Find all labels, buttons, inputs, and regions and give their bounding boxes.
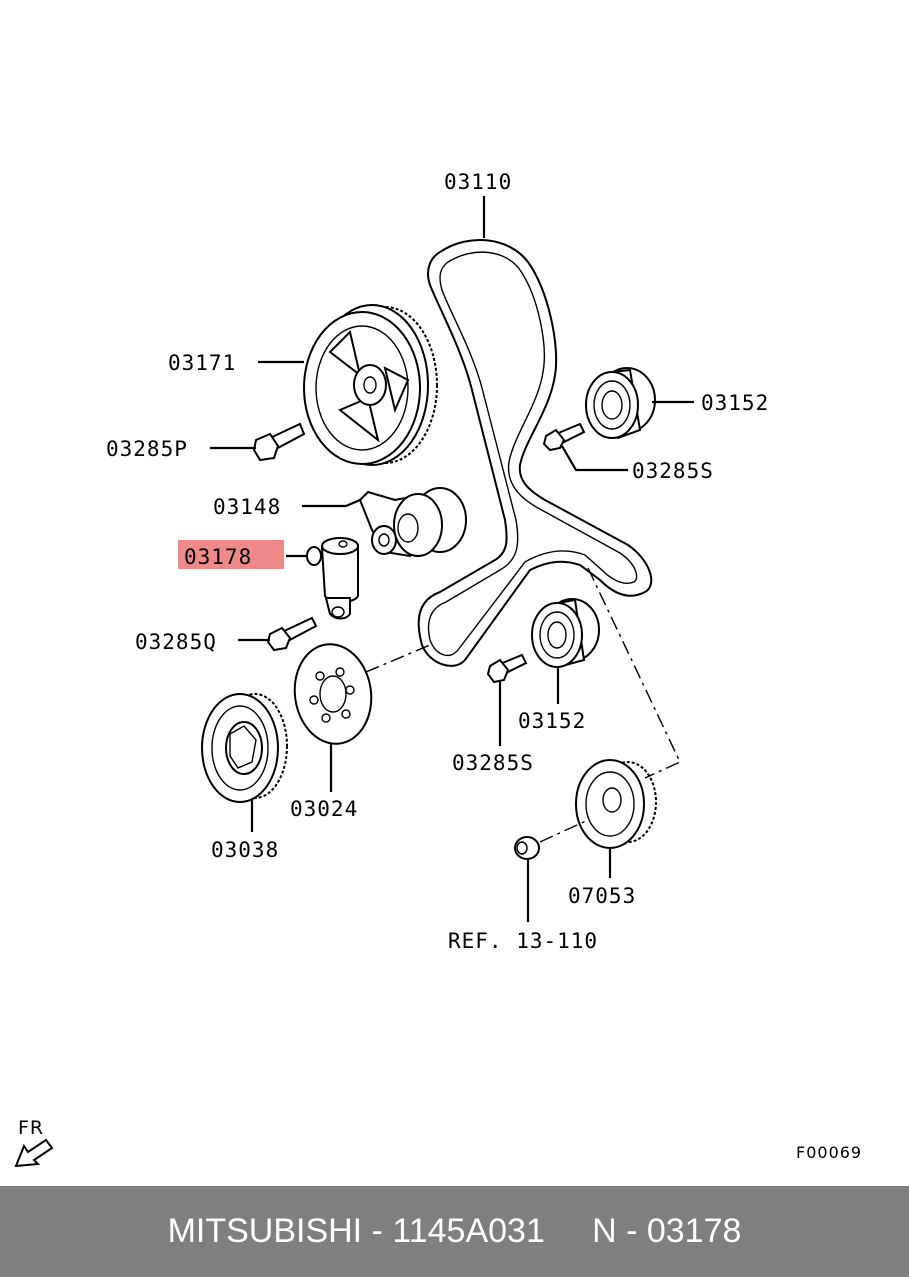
label-03024[interactable]: 03024 [290,797,358,821]
label-03038[interactable]: 03038 [211,838,279,862]
label-ref[interactable]: REF. 13-110 [448,929,598,953]
label-03171[interactable]: 03171 [168,351,236,375]
label-03152-bottom[interactable]: 03152 [518,709,586,733]
centerline-ref [539,819,589,843]
front-arrow-icon [14,1138,54,1168]
label-03285s-top[interactable]: 03285S [632,459,714,483]
bolt-03285s-top [542,422,586,452]
bolt-03285p [252,422,306,462]
centerline-crank [365,644,431,673]
label-03285p[interactable]: 03285P [106,437,188,461]
idler-pulley-bottom [531,598,600,668]
front-direction-indicator: FR [14,1117,54,1168]
label-03148[interactable]: 03148 [213,495,281,519]
timing-belt [417,239,653,667]
tensioner-pulley [358,487,467,558]
selected-part-highlight [178,540,284,569]
label-03110[interactable]: 03110 [444,170,512,194]
leader-lines [210,196,694,922]
label-03178[interactable]: 03178 [184,545,252,569]
parts-diagram: 03110 03171 03152 03285P 03285S 03148 03… [14,170,862,1168]
direction-label: FR [18,1117,44,1139]
footer-part-reference: MITSUBISHI - 1145A031 N - 03178 [167,1212,742,1250]
bolt-03285q [266,616,318,652]
cam-sprocket [303,304,438,466]
label-07053[interactable]: 07053 [568,884,636,908]
idler-pulley-top [585,367,656,440]
label-03285s-bottom[interactable]: 03285S [452,751,534,775]
crank-sprocket [201,693,288,803]
bolt-03285s-bottom [486,653,528,684]
oil-pump-sprocket [514,759,657,860]
centerline-pump [587,567,681,779]
crank-plate [293,643,373,745]
auto-tensioner [306,537,359,620]
footer-bar: MITSUBISHI - 1145A031 N - 03178 [0,1186,909,1277]
label-03152-top[interactable]: 03152 [701,391,769,415]
figure-code: F00069 [796,1143,862,1162]
label-03285q[interactable]: 03285Q [135,630,217,654]
